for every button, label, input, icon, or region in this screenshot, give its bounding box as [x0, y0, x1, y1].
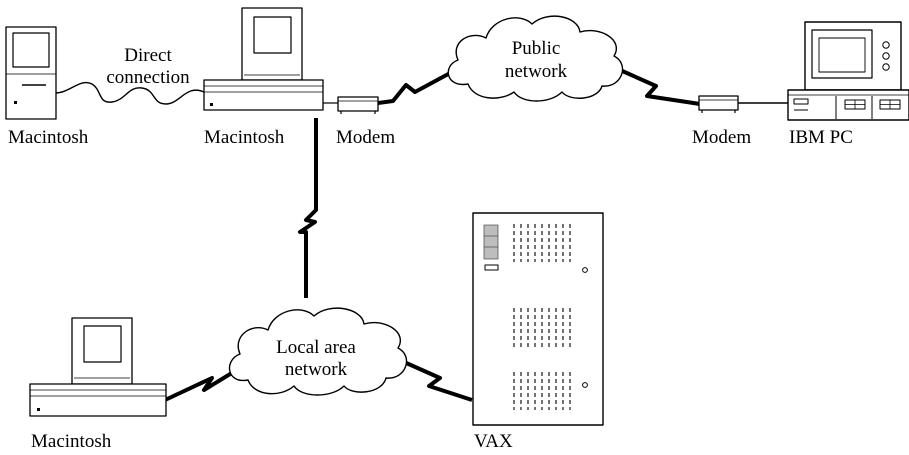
label-modem-left: Modem [336, 127, 396, 148]
label-public-network-line2: network [504, 61, 568, 82]
modem-right-icon [698, 95, 739, 113]
label-direct-connection-line1: Direct [124, 45, 172, 66]
label-macintosh-left: Macintosh [8, 127, 89, 148]
public-network-cloud-icon [447, 15, 624, 102]
local-area-network-cloud-icon [228, 307, 408, 396]
label-macintosh-bottom: Macintosh [31, 431, 112, 452]
label-public-network-line1: Public [511, 38, 561, 59]
link-mac-to-lan-vertical [298, 118, 318, 298]
label-ibm-pc: IBM PC [789, 127, 853, 148]
macintosh-center-icon [203, 7, 324, 111]
link-public-network-to-modem [619, 68, 701, 106]
label-macintosh-center: Macintosh [204, 127, 285, 148]
label-lan-line1: Local area [276, 337, 356, 358]
macintosh-compact-icon [5, 26, 57, 120]
vax-icon [472, 212, 604, 426]
link-mac-to-lan [164, 366, 242, 402]
label-lan-line2: network [284, 359, 348, 380]
vax-vents [513, 224, 571, 410]
ibm-pc-icon [787, 21, 909, 121]
link-lan-to-vax [394, 356, 473, 402]
label-modem-right: Modem [692, 127, 752, 148]
modem-left-icon [337, 96, 379, 114]
link-modem-to-public-network [377, 70, 453, 105]
label-vax: VAX [474, 431, 513, 452]
macintosh-bottom-icon [29, 317, 167, 417]
direct-connection-cable [54, 81, 205, 105]
label-direct-connection-line2: connection [106, 67, 190, 88]
